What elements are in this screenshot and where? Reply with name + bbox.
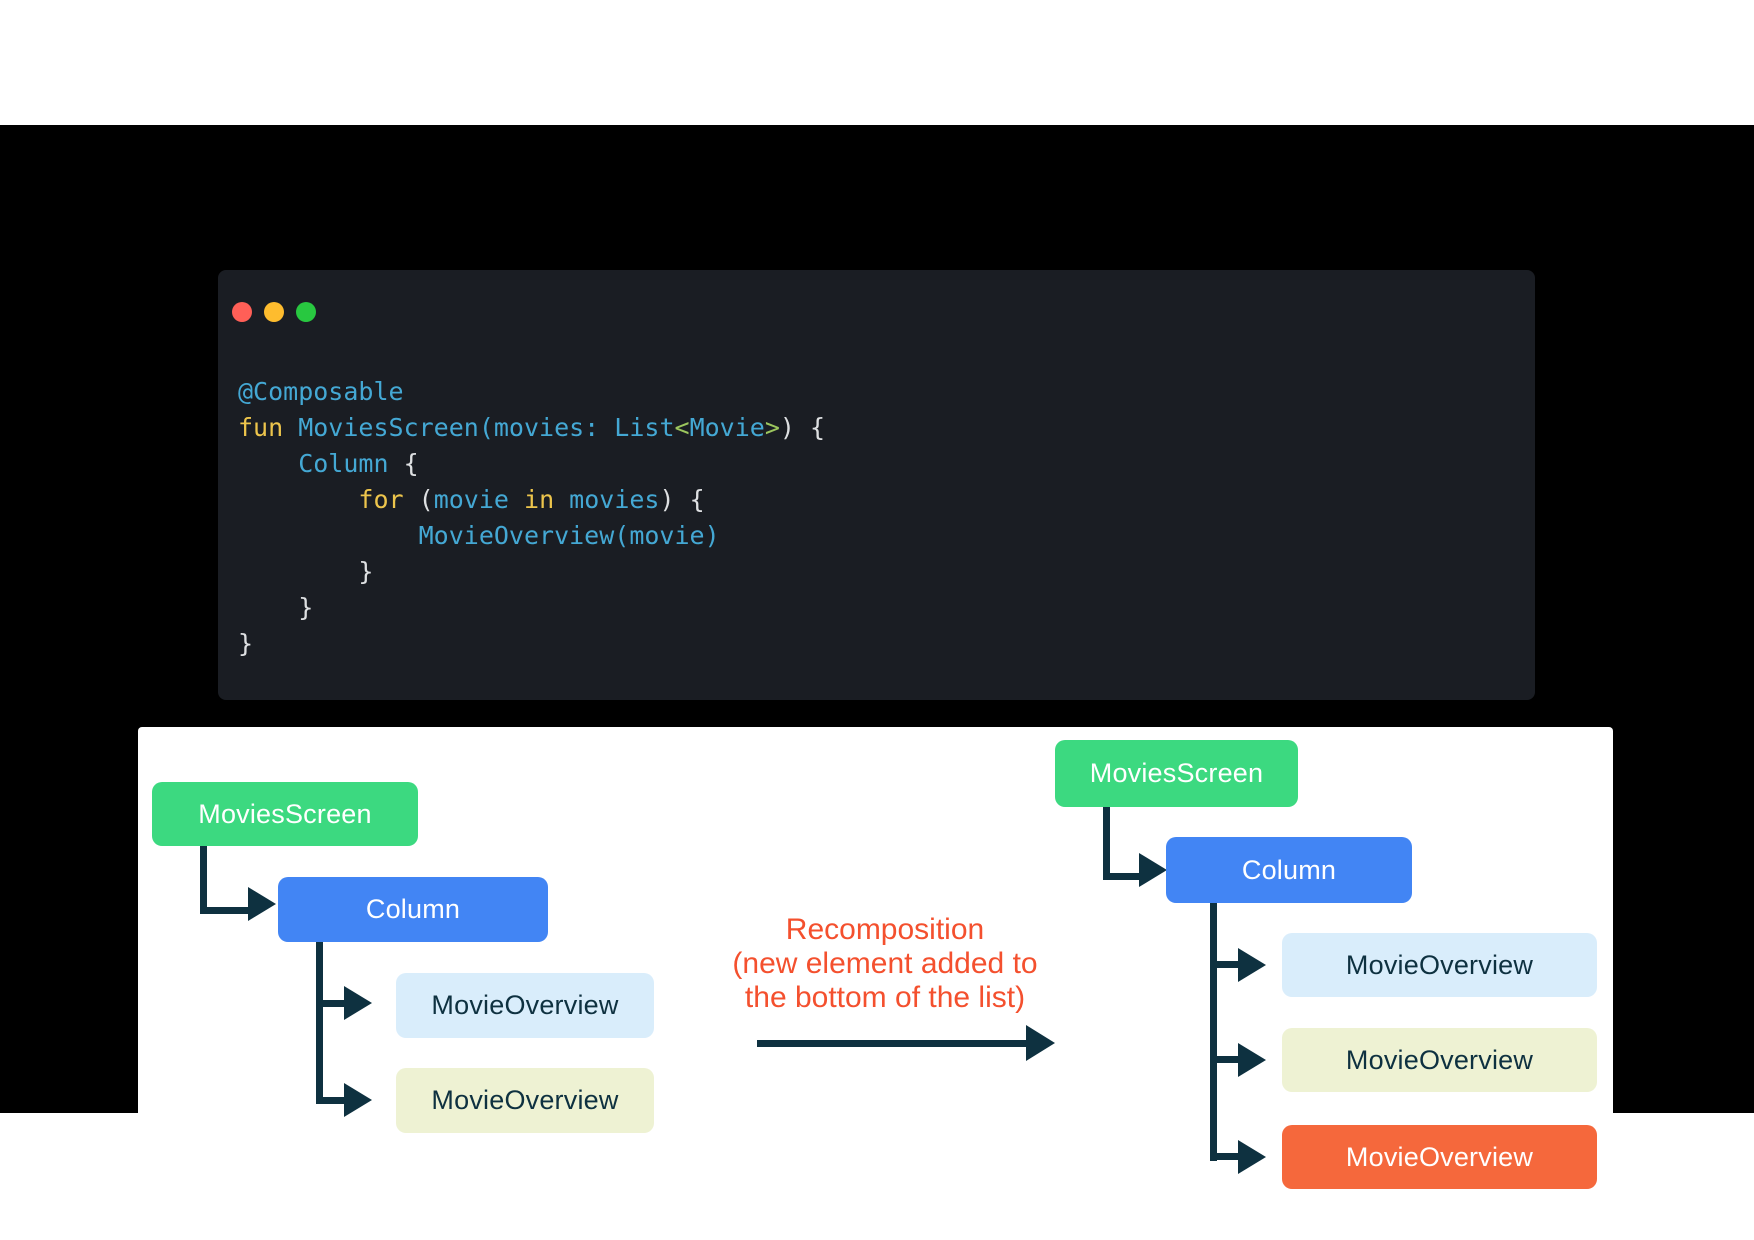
recomposition-caption-line2: (new element added to	[732, 947, 1038, 980]
edge-right-column-trunk	[1210, 903, 1217, 1161]
edge-left-column-to-movieoverview-2	[316, 1097, 346, 1104]
edge-right-moviesscreen-to-column	[1103, 807, 1148, 880]
node-label: Column	[1241, 854, 1337, 885]
edge-right-column-to-movieoverview-2	[1210, 1056, 1240, 1063]
code-line: for (movie in movies) {	[358, 485, 705, 514]
arrowhead-icon	[248, 887, 276, 921]
node-label: MovieOverview	[1345, 1141, 1534, 1172]
diagram-panel: MoviesScreen Column MovieOverview MovieO…	[138, 727, 1613, 1209]
arrowhead-icon	[344, 986, 372, 1020]
code-line: }	[238, 593, 314, 622]
code-line: fun MoviesScreen(movies: List<Movie>) {	[238, 413, 826, 442]
code-block: @Composable fun MoviesScreen(movies: List…	[238, 374, 825, 662]
recomposition-caption: Recomposition (new element added to the …	[695, 913, 1075, 1015]
slide-background: @Composable fun MoviesScreen(movies: List…	[0, 125, 1754, 1209]
node-column-left: Column	[278, 877, 548, 942]
window-controls	[232, 302, 316, 322]
arrowhead-icon	[1238, 1043, 1266, 1077]
node-label: MovieOverview	[431, 990, 619, 1020]
code-line: }	[238, 629, 254, 658]
node-moviesscreen-right: MoviesScreen	[1055, 740, 1298, 807]
edge-left-column-trunk	[316, 942, 323, 1104]
arrowhead-icon	[1139, 853, 1167, 887]
node-moviesscreen-left: MoviesScreen	[152, 782, 418, 846]
node-movieoverview-left-2: MovieOverview	[396, 1068, 654, 1133]
code-line: Column {	[238, 449, 419, 478]
code-editor-window: @Composable fun MoviesScreen(movies: List…	[218, 270, 1535, 700]
minimize-button-icon[interactable]	[264, 302, 284, 322]
arrowhead-icon	[1026, 1025, 1055, 1061]
code-line: @Composable	[238, 377, 404, 406]
node-label: MoviesScreen	[1089, 758, 1264, 788]
node-movieoverview-right-2: MovieOverview	[1282, 1028, 1597, 1092]
node-label: MovieOverview	[1345, 949, 1534, 980]
edge-left-column-to-movieoverview-1	[316, 1000, 346, 1007]
node-label: MovieOverview	[431, 1085, 619, 1115]
edge-left-moviesscreen-to-column	[200, 846, 257, 914]
zoom-button-icon[interactable]	[296, 302, 316, 322]
arrowhead-icon	[1238, 1140, 1266, 1174]
node-movieoverview-right-1: MovieOverview	[1282, 933, 1597, 997]
node-movieoverview-right-3-new: MovieOverview	[1282, 1125, 1597, 1189]
close-button-icon[interactable]	[232, 302, 252, 322]
node-label: MoviesScreen	[198, 798, 372, 829]
arrowhead-icon	[344, 1083, 372, 1117]
recomposition-caption-line1: Recomposition	[785, 913, 985, 946]
node-movieoverview-left-1: MovieOverview	[396, 973, 654, 1038]
edge-right-column-to-movieoverview-1	[1210, 961, 1240, 968]
recomposition-caption-line3: the bottom of the list)	[744, 981, 1026, 1014]
node-label: MovieOverview	[1345, 1044, 1534, 1075]
code-line: MovieOverview(movie)	[238, 521, 720, 550]
node-column-right: Column	[1166, 837, 1412, 903]
edge-right-column-to-movieoverview-3	[1210, 1153, 1240, 1160]
recomposition-arrow	[757, 1040, 1028, 1047]
code-line: }	[238, 557, 374, 586]
node-label: Column	[365, 894, 461, 924]
arrowhead-icon	[1238, 948, 1266, 982]
